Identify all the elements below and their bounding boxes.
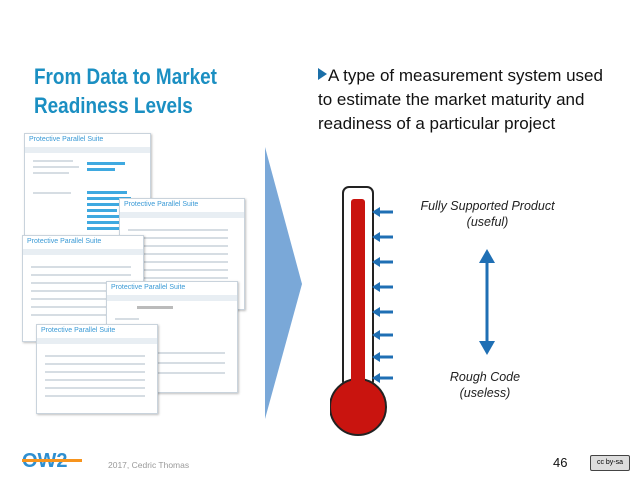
- scale-arrow-icon: [372, 232, 380, 242]
- title-line-2: Readiness Levels: [34, 93, 193, 118]
- report-row: [128, 253, 228, 255]
- report-row: [31, 306, 131, 308]
- scale-arrow-shaft: [380, 260, 393, 264]
- scale-arrow-shaft: [380, 333, 393, 337]
- report-row: [45, 387, 145, 389]
- top-label-line-1: Fully Supported Product: [420, 199, 555, 213]
- scale-arrow-shaft: [380, 210, 393, 214]
- report-bar: [87, 191, 127, 194]
- report-row: [33, 160, 73, 162]
- report-toolbar: [25, 147, 150, 153]
- scale-arrow-icon: [372, 207, 380, 217]
- report-bar: [87, 209, 117, 212]
- report-row: [45, 395, 145, 397]
- report-bar: [87, 221, 123, 224]
- double-arrow-icon: [479, 249, 495, 355]
- license-badge: cc by-sa: [590, 455, 630, 471]
- report-row: [115, 372, 225, 374]
- report-screenshot-5: Protective Parallel Suite: [36, 324, 158, 414]
- scale-arrow-shaft: [380, 235, 393, 239]
- report-row: [128, 229, 228, 231]
- report-row: [128, 277, 228, 279]
- report-title: Protective Parallel Suite: [27, 238, 102, 245]
- report-toolbar: [23, 249, 143, 255]
- report-row: [115, 352, 225, 354]
- report-row: [45, 371, 145, 373]
- report-row: [33, 172, 69, 174]
- report-row: [45, 355, 145, 357]
- scale-arrow-icon: [372, 352, 380, 362]
- scale-arrow-shaft: [380, 310, 393, 314]
- report-bar: [137, 306, 173, 309]
- scale-arrow-icon: [372, 282, 380, 292]
- ow2-logo: OW2: [22, 450, 82, 470]
- report-title: Protective Parallel Suite: [41, 327, 116, 334]
- report-title: Protective Parallel Suite: [124, 201, 199, 208]
- report-title: Protective Parallel Suite: [111, 284, 186, 291]
- scale-arrow-shaft: [380, 355, 393, 359]
- report-bar: [87, 227, 129, 230]
- report-row: [31, 290, 131, 292]
- report-row: [33, 166, 79, 168]
- report-row: [128, 237, 228, 239]
- report-row: [31, 274, 131, 276]
- slide-title: From Data to Market Readiness Levels: [34, 62, 232, 120]
- bottom-label: Rough Code (useless): [430, 369, 540, 401]
- report-bar: [87, 203, 137, 206]
- report-row: [128, 261, 228, 263]
- report-row: [128, 269, 228, 271]
- report-row: [45, 363, 145, 365]
- scale-arrow-icon: [372, 373, 380, 383]
- scale-arrow-icon: [372, 307, 380, 317]
- top-label: Fully Supported Product (useful): [405, 198, 570, 230]
- report-toolbar: [107, 295, 237, 301]
- report-row: [31, 314, 131, 316]
- report-title: Protective Parallel Suite: [29, 136, 104, 143]
- scale-arrows: [372, 207, 393, 383]
- report-row: [31, 282, 131, 284]
- report-row: [115, 318, 139, 320]
- report-bar: [87, 215, 133, 218]
- scale-arrow-icon: [372, 330, 380, 340]
- report-row: [31, 266, 131, 268]
- footer-text: 2017, Cedric Thomas: [108, 460, 190, 470]
- report-toolbar: [37, 338, 157, 344]
- thermometer-fill: [351, 199, 365, 393]
- bullet-arrow-icon: [318, 68, 327, 80]
- bullet-label: A type of measurement system used to est…: [318, 66, 603, 133]
- bottom-label-line-1: Rough Code: [449, 370, 521, 384]
- report-bar: [87, 197, 131, 200]
- scale-arrow-shaft: [380, 376, 393, 380]
- scale-arrow-shaft: [380, 285, 393, 289]
- report-row: [31, 298, 131, 300]
- scale-arrow-icon: [372, 257, 380, 267]
- report-row: [128, 245, 228, 247]
- report-bar: [87, 162, 125, 165]
- page-number: 46: [553, 455, 568, 470]
- process-chevron: [265, 147, 302, 419]
- report-bar: [87, 168, 115, 171]
- bullet-text: A type of measurement system used to est…: [318, 64, 618, 136]
- report-row: [45, 379, 145, 381]
- report-toolbar: [120, 212, 244, 218]
- bottom-label-line-2: (useless): [459, 386, 511, 400]
- report-row: [33, 192, 71, 194]
- top-label-line-2: (useful): [466, 215, 509, 229]
- title-line-1: From Data to Market: [34, 64, 217, 89]
- report-row: [115, 362, 225, 364]
